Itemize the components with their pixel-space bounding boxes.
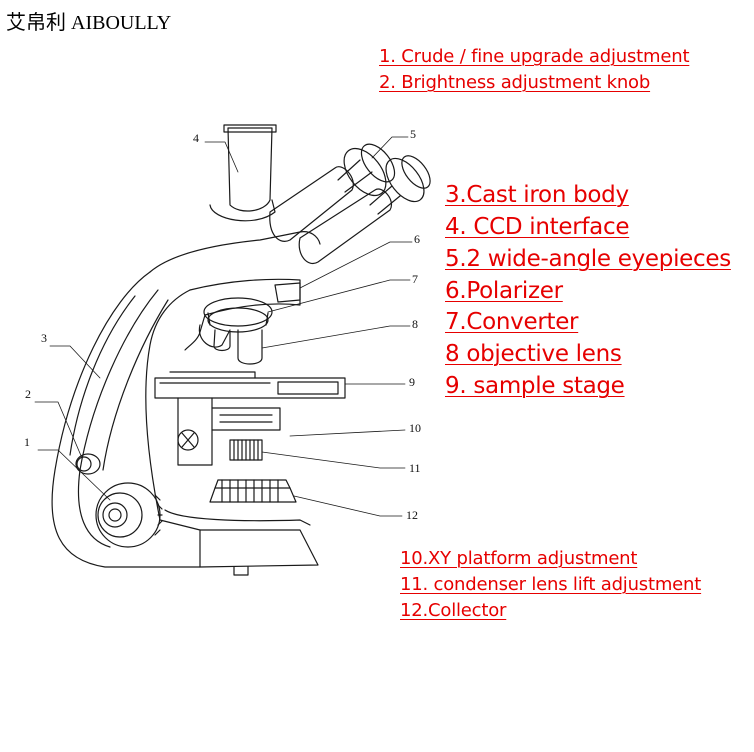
eyepiece-tube-right xyxy=(298,188,392,264)
leader-1 xyxy=(37,449,111,501)
leader-3 xyxy=(49,345,101,379)
callout-5: 5 xyxy=(410,127,416,141)
xy-knob xyxy=(177,429,199,451)
body-arm-outline xyxy=(51,271,201,568)
callout-1: 1 xyxy=(24,435,30,449)
objective-2 xyxy=(237,329,263,365)
body-groove xyxy=(69,295,136,456)
label-converter: 7.Converter xyxy=(445,309,579,335)
leader-6 xyxy=(299,241,413,289)
leader-2 xyxy=(34,401,83,459)
label-brightness-knob: 2. Brightness adjustment knob xyxy=(379,72,651,93)
head-lower xyxy=(184,314,206,351)
callout-2: 2 xyxy=(25,387,31,401)
xy-mechanism xyxy=(177,397,213,466)
leader-4 xyxy=(204,141,239,173)
focus-knob-outer xyxy=(95,482,161,548)
head-top xyxy=(149,231,321,273)
label-cast-iron-body: 3.Cast iron body xyxy=(445,182,629,208)
callout-6: 6 xyxy=(414,232,420,246)
eyepiece-right xyxy=(385,157,425,203)
label-eyepieces: 5.2 wide-angle eyepieces xyxy=(445,246,731,272)
ccd-port xyxy=(227,127,273,212)
callout-9: 9 xyxy=(409,375,415,389)
nosepiece xyxy=(203,297,273,327)
callout-8: 8 xyxy=(412,317,418,331)
objective-3 xyxy=(213,329,231,352)
base xyxy=(199,529,319,568)
body-arm-inner xyxy=(77,289,159,548)
callout-10: 10 xyxy=(409,421,421,435)
leader-7 xyxy=(267,279,411,313)
label-objective-lens: 8 objective lens xyxy=(445,341,622,367)
condenser-knob xyxy=(229,439,263,461)
label-ccd-interface: 4. CCD interface xyxy=(445,214,630,240)
label-polarizer: 6.Polarizer xyxy=(445,278,563,304)
leader-11 xyxy=(261,451,406,469)
label-coarse-fine-adjustment: 1. Crude / fine upgrade adjustment xyxy=(379,46,690,67)
label-xy-platform: 10.XY platform adjustment xyxy=(400,548,638,569)
label-sample-stage: 9. sample stage xyxy=(445,373,625,399)
leader-5 xyxy=(371,136,409,159)
objective-1 xyxy=(198,324,231,348)
callout-7: 7 xyxy=(412,272,418,286)
callout-4: 4 xyxy=(193,131,199,145)
callout-11: 11 xyxy=(409,461,421,475)
callout-3: 3 xyxy=(41,331,47,345)
label-collector: 12.Collector xyxy=(400,600,507,621)
head-front xyxy=(189,278,301,316)
callout-12: 12 xyxy=(406,508,418,522)
leader-8 xyxy=(261,325,411,349)
stage-top xyxy=(154,377,346,399)
eyepiece-left xyxy=(343,147,387,197)
eyepiece-tube-left xyxy=(269,166,354,242)
label-condenser-lift: 11. condenser lens lift adjustment xyxy=(400,574,702,595)
collector xyxy=(209,487,297,503)
leader-12 xyxy=(293,495,403,517)
body-arm-inner2 xyxy=(102,299,169,471)
brand-title: 艾帛利 AIBOULLY xyxy=(6,12,172,34)
polarizer-slot xyxy=(274,282,301,303)
leader-10 xyxy=(289,429,406,437)
brightness-knob xyxy=(75,453,101,475)
